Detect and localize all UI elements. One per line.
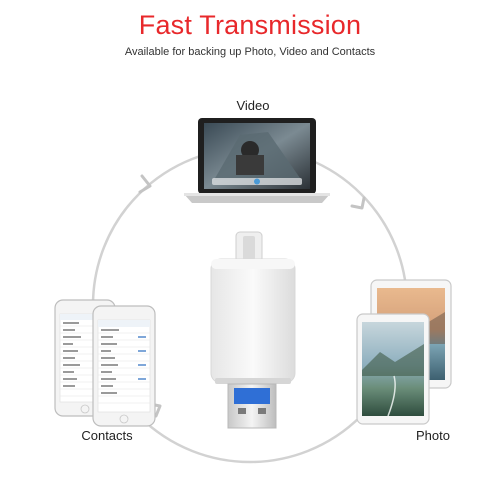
page-title: Fast Transmission	[138, 10, 362, 40]
usb-flash-drive-icon	[210, 231, 296, 429]
contacts-label: Contacts	[81, 428, 133, 443]
photo-label: Photo	[416, 428, 450, 443]
arrow-icon	[350, 196, 366, 210]
video-label: Video	[236, 98, 270, 113]
laptop-icon	[184, 118, 330, 203]
page-subtitle: Available for backing up Photo, Video an…	[124, 46, 376, 58]
arrow-icon	[138, 174, 152, 194]
tablets-icon	[356, 279, 452, 425]
smartphones-icon	[54, 299, 156, 427]
